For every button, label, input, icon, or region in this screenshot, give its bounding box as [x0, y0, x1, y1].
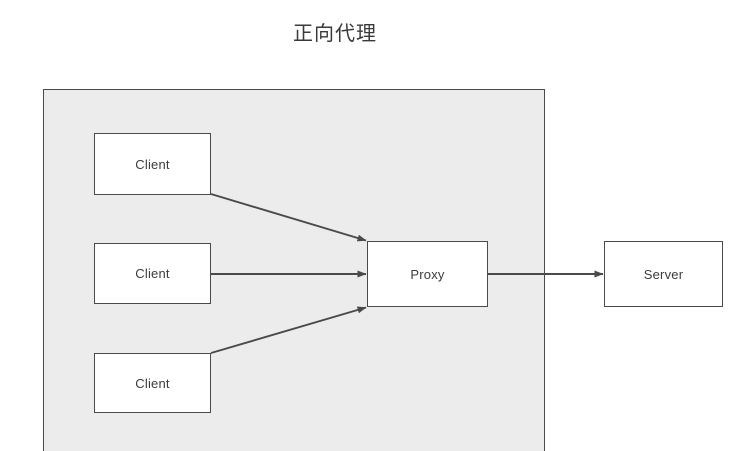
- node-label: Client: [135, 375, 170, 391]
- node-label: Client: [135, 156, 170, 172]
- page-title: 正向代理: [293, 23, 377, 45]
- node-proxy[interactable]: Proxy: [367, 241, 488, 307]
- node-client-2[interactable]: Client: [94, 243, 211, 304]
- node-label: Proxy: [410, 266, 445, 282]
- node-label: Server: [643, 266, 684, 282]
- node-server[interactable]: Server: [604, 241, 723, 307]
- node-label: Client: [135, 266, 170, 281]
- node-client-3[interactable]: Client: [94, 353, 211, 413]
- node-client-1[interactable]: Client: [94, 133, 211, 195]
